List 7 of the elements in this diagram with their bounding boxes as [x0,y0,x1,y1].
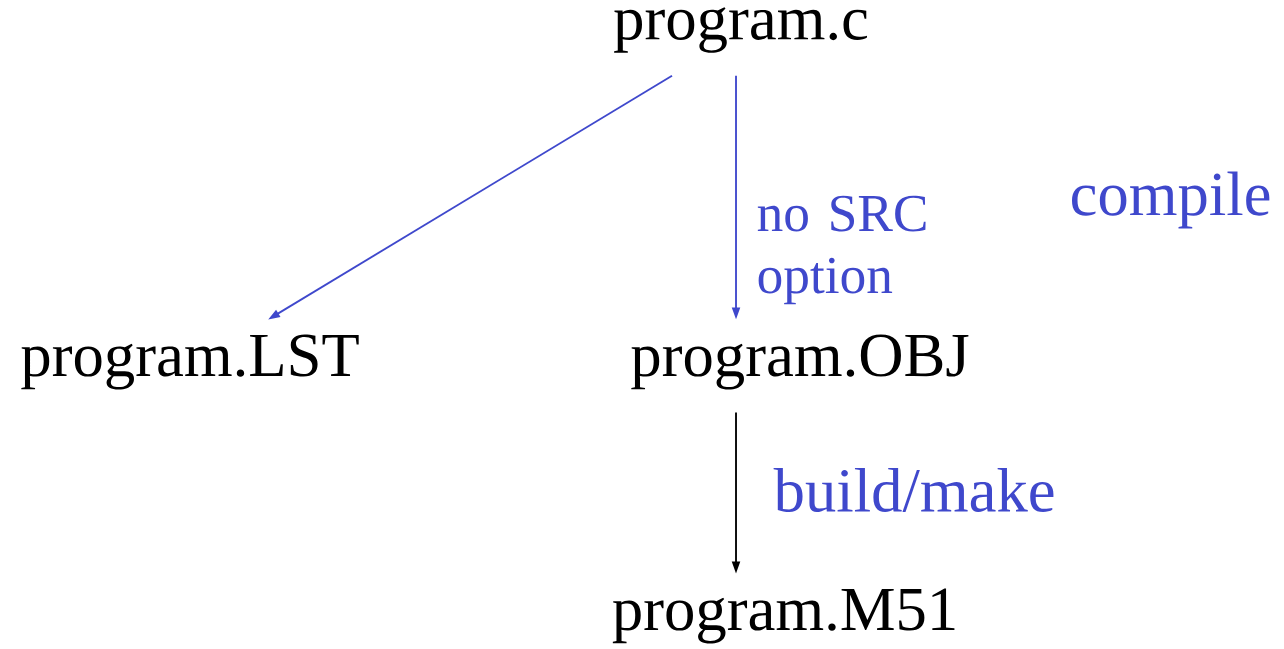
file-name: program.M51 [612,588,955,644]
edge-label: no SRC option [757,195,926,305]
file-name: program.c [614,7,867,53]
file-name: program.OBJ [631,334,969,390]
step-label: compile [1072,171,1270,229]
file-name: program.LST [21,334,359,390]
edge-label: build/make [773,467,1054,513]
